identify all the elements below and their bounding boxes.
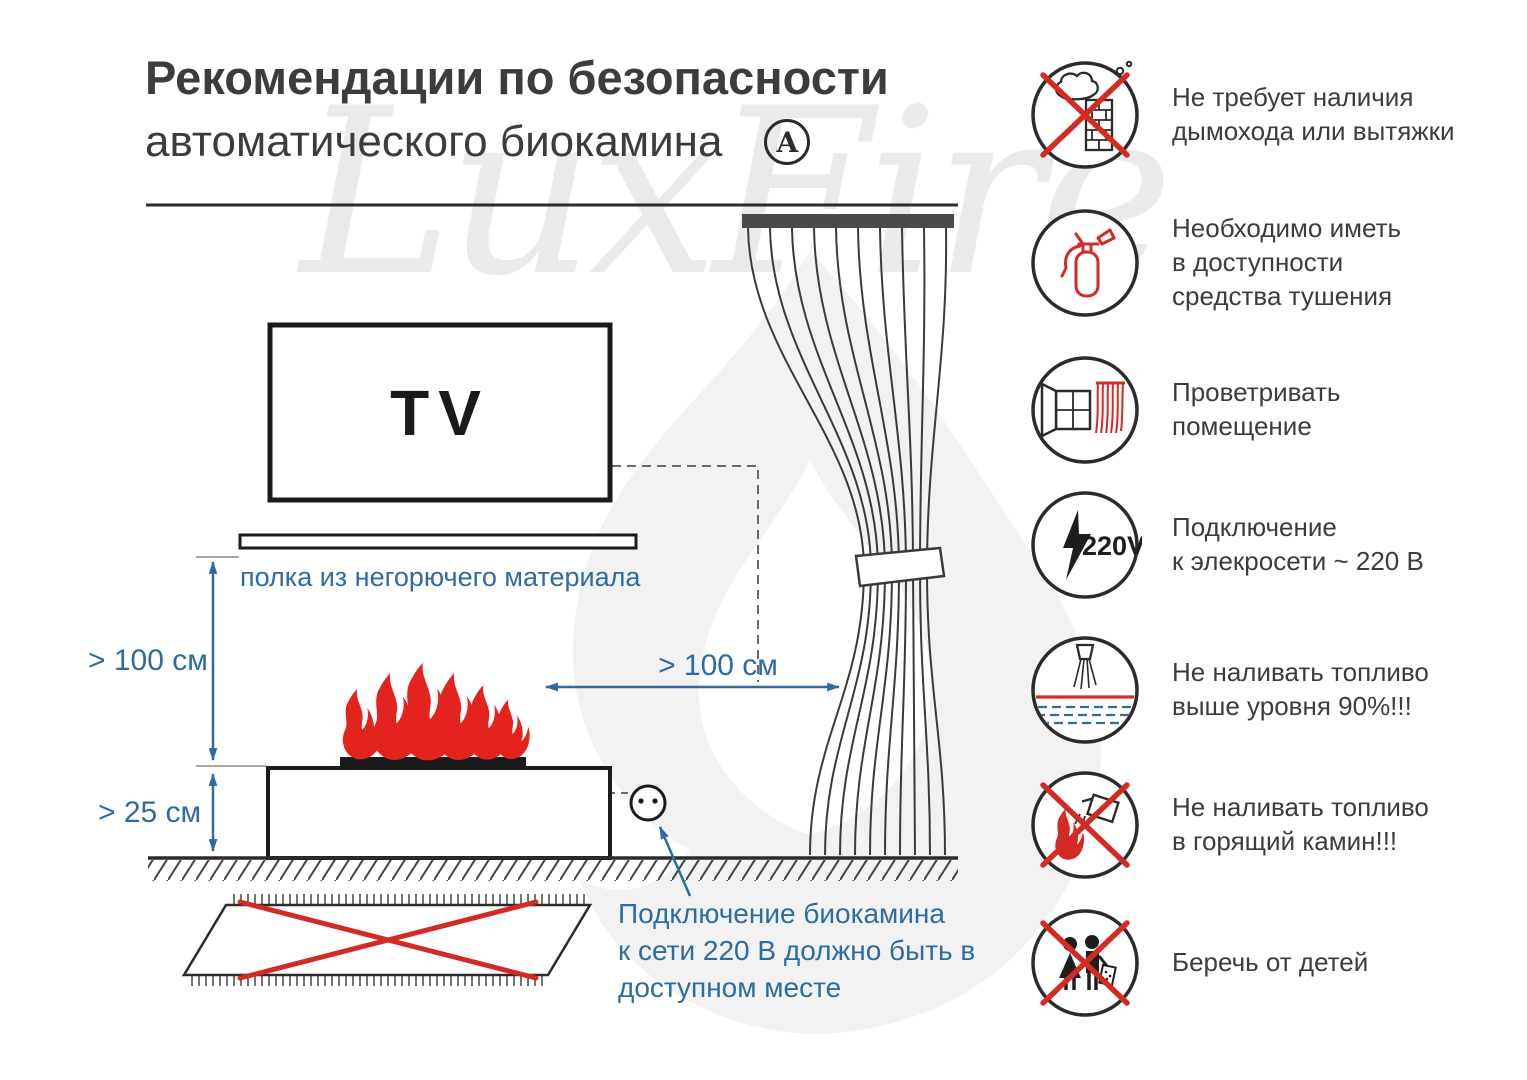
safety-item: 220V Подключение к элекросети ~ 220 В xyxy=(1028,488,1502,602)
fireplace-body xyxy=(266,766,612,860)
carpet xyxy=(181,894,593,986)
safety-item: Проветривать помещение xyxy=(1028,353,1502,467)
safety-item: Не требует наличия дымохода или вытяжки xyxy=(1028,58,1502,172)
burner-strip xyxy=(340,757,526,768)
safety-item: Не наливать топливо в горящий камин!!! xyxy=(1028,768,1502,882)
tv-outline xyxy=(267,322,613,503)
safety-caption: Не требует наличия дымохода или вытяжки xyxy=(1172,82,1455,146)
extinguisher-icon xyxy=(1031,209,1139,317)
vertical-dimension-label: > 100 см xyxy=(88,644,208,677)
safety-item: Не наливать топливо выше уровня 90%!!! xyxy=(1028,633,1502,747)
safety-caption: Беречь от детей xyxy=(1172,947,1369,978)
no-chimney-icon xyxy=(1031,60,1139,169)
safety-caption: Подключение к элекросети ~ 220 В xyxy=(1172,512,1424,576)
base-dimension-label: > 25 см xyxy=(98,796,202,829)
fuel-nozzle xyxy=(1075,643,1095,661)
safety-item: Беречь от детей xyxy=(1028,906,1502,1020)
tv-label: TV xyxy=(390,376,490,449)
safety-caption: Не наливать топливо выше уровня 90%!!! xyxy=(1172,657,1429,721)
circled-a-badge: A xyxy=(764,119,811,165)
prohibition-cross xyxy=(1040,72,1130,158)
ventilation-icon xyxy=(1031,356,1139,464)
lightning-bolt-icon xyxy=(1063,510,1091,580)
prohibition-cross xyxy=(1040,782,1130,868)
fuel-level-icon xyxy=(1031,636,1139,744)
power-220v-icon: 220V xyxy=(1031,491,1142,599)
curtain-rod xyxy=(742,214,954,228)
safety-list: Не требует наличия дымохода или вытяжки … xyxy=(1028,0,1508,1080)
curtain xyxy=(742,214,954,856)
socket-note: Подключение биокамина к сети 220 В должн… xyxy=(618,898,976,1003)
curtain-tieback xyxy=(854,546,946,588)
shelf-label: полка из негорючего материала xyxy=(240,562,641,592)
voltage-label: 220V xyxy=(1082,531,1142,561)
floor-hatching xyxy=(148,860,958,881)
horizontal-dimension-label: > 100 см xyxy=(658,649,778,682)
page-subtitle: автоматического биокамина xyxy=(145,117,723,166)
flame-watermark xyxy=(572,250,1101,1034)
room-diagram xyxy=(146,203,958,986)
open-window xyxy=(1040,382,1092,438)
safety-caption: Необходимо иметь в доступности средства … xyxy=(1172,213,1402,311)
hidden-cable-tv xyxy=(612,465,759,682)
badge-letter: A xyxy=(776,125,799,159)
socket-pointer-arrow xyxy=(658,826,692,897)
safety-item: Необходимо иметь в доступности средства … xyxy=(1028,206,1502,320)
keep-from-children-icon xyxy=(1031,909,1139,1017)
safety-caption: Не наливать топливо в горящий камин!!! xyxy=(1172,792,1429,856)
prohibition-cross xyxy=(1040,920,1130,1006)
title-block: Рекомендации по безопасности автоматичес… xyxy=(145,50,889,167)
power-socket xyxy=(629,784,667,822)
shelf xyxy=(238,533,638,550)
page-title: Рекомендации по безопасности xyxy=(145,51,889,104)
fuel-stream xyxy=(1073,658,1097,690)
smoke-cloud xyxy=(1054,71,1099,101)
no-refill-burning-icon xyxy=(1031,771,1139,879)
safety-caption: Проветривать помещение xyxy=(1172,377,1341,441)
red-curtain xyxy=(1095,381,1125,434)
brand-watermark: LuxFire xyxy=(300,60,1174,327)
fuel-surface xyxy=(1036,705,1134,725)
flames xyxy=(342,662,530,761)
carpet-prohibited-cross xyxy=(237,899,539,981)
